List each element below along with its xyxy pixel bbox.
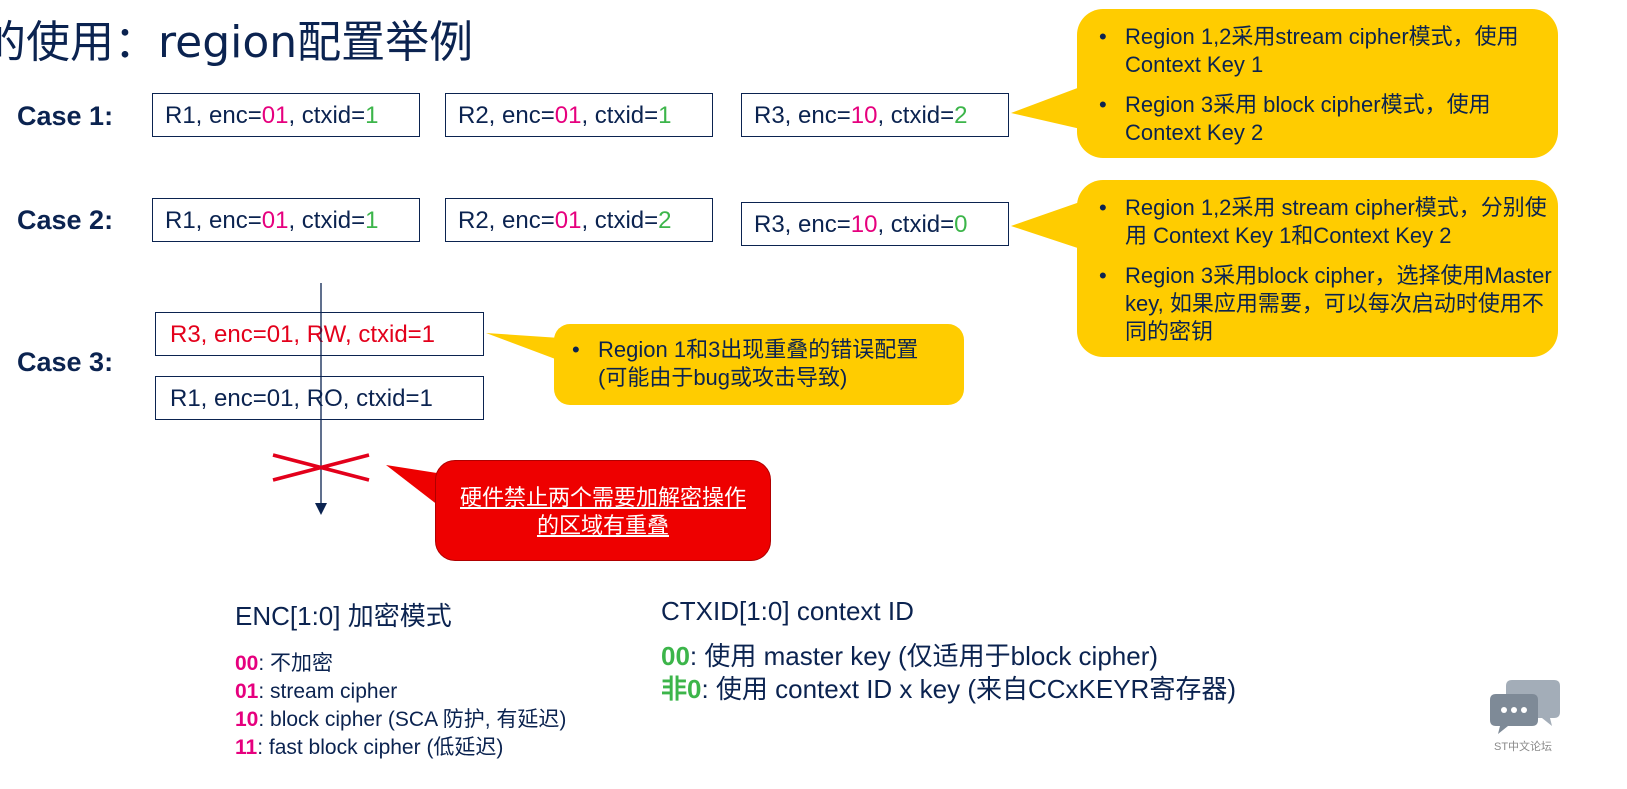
enc-desc: : stream cipher	[258, 680, 398, 703]
ctx-desc: : 使用 master key (仅适用于block cipher)	[689, 641, 1159, 671]
ctx-legend-item: 00: 使用 master key (仅适用于block cipher)	[661, 640, 1236, 673]
hardware-overlap-callout: 硬件禁止两个需要加解密操作的区域有重叠	[435, 460, 771, 561]
enc-legend-list: 00: 不加密 01: stream cipher 10: block ciph…	[235, 650, 566, 762]
region-enc: 01	[261, 102, 289, 129]
enc-legend-item: 01: stream cipher	[235, 678, 566, 706]
callout-item: Region 1,2采用 stream cipher模式，分别使用 Contex…	[1099, 194, 1558, 250]
chat-bubbles-icon	[1490, 680, 1560, 734]
ctx-code: 00	[661, 641, 690, 671]
region-mid: , ctxid=	[288, 207, 366, 234]
page-title: 的使用：region配置举例	[0, 17, 474, 68]
region-mid: , ctxid=	[877, 211, 955, 238]
region-prefix: R1, enc=	[165, 102, 262, 129]
case-3-region-r3: R3, enc=01, RW, ctxid=1	[155, 312, 484, 356]
case-1-region-r1: R1, enc=01, ctxid=1	[152, 93, 420, 137]
callout-item: Region 1,2采用stream cipher模式，使用 Context K…	[1099, 23, 1558, 79]
case-2-region-r3: R3, enc=10, ctxid=0	[741, 202, 1009, 246]
ctx-legend-list: 00: 使用 master key (仅适用于block cipher) 非0:…	[661, 640, 1236, 706]
region-prefix: R3, enc=	[754, 102, 851, 129]
region-mid: , ctxid=	[288, 102, 366, 129]
region-ctx: 1	[365, 102, 379, 129]
case-3-callout: Region 1和3出现重叠的错误配置 (可能由于bug或攻击导致)	[554, 324, 964, 405]
region-ctx: 2	[954, 102, 968, 129]
enc-code: 11	[235, 736, 258, 759]
enc-legend-heading: ENC[1:0] 加密模式	[235, 601, 452, 631]
ctx-desc: : 使用 context ID x key (来自CCxKEYR寄存器)	[701, 674, 1236, 704]
callout-item: Region 1和3出现重叠的错误配置 (可能由于bug或攻击导致)	[572, 336, 938, 392]
region-mid: , ctxid=	[581, 102, 659, 129]
case-2-region-r1: R1, enc=01, ctxid=1	[152, 198, 420, 242]
region-mid: , ctxid=	[877, 102, 955, 129]
region-enc: 01	[554, 207, 582, 234]
ctx-legend-item: 非0: 使用 context ID x key (来自CCxKEYR寄存器)	[661, 673, 1236, 706]
region-prefix: R1, enc=	[165, 207, 262, 234]
enc-legend-item: 00: 不加密	[235, 650, 566, 678]
ctx-code: 非0	[661, 674, 702, 704]
callout-item: Region 3采用block cipher，选择使用Master key, 如…	[1099, 262, 1558, 346]
enc-code: 10	[235, 708, 259, 731]
region-prefix: R2, enc=	[458, 102, 555, 129]
enc-code: 00	[235, 652, 259, 675]
case-3-region-r1: R1, enc=01, RO, ctxid=1	[155, 376, 484, 420]
region-ctx: 1	[365, 207, 379, 234]
region-enc: 01	[261, 207, 289, 234]
forum-watermark-label: ST中文论坛	[1494, 741, 1553, 753]
region-prefix: R2, enc=	[458, 207, 555, 234]
region-ctx: 0	[954, 211, 968, 238]
region-mid: , ctxid=	[581, 207, 659, 234]
ctx-legend-heading: CTXID[1:0] context ID	[661, 596, 914, 626]
red-cross-icon	[272, 453, 370, 482]
case-1-region-r3: R3, enc=10, ctxid=2	[741, 93, 1009, 137]
enc-legend-item: 11: fast block cipher (低延迟)	[235, 734, 566, 762]
region-enc: 10	[850, 102, 878, 129]
region-enc: 10	[850, 211, 878, 238]
region-ctx: 1	[658, 102, 672, 129]
region-ctx: 2	[658, 207, 672, 234]
address-axis-arrow-icon	[315, 503, 327, 515]
enc-code: 01	[235, 680, 259, 703]
case-1-callout: Region 1,2采用stream cipher模式，使用 Context K…	[1077, 9, 1558, 158]
case-3-label: Case 3:	[17, 347, 114, 377]
case-2-label: Case 2:	[17, 205, 114, 235]
enc-desc: : block cipher (SCA 防护, 有延迟)	[258, 708, 567, 731]
enc-legend-item: 10: block cipher (SCA 防护, 有延迟)	[235, 706, 566, 734]
case-2-callout: Region 1,2采用 stream cipher模式，分别使用 Contex…	[1077, 180, 1558, 357]
case-1-region-r2: R2, enc=01, ctxid=1	[445, 93, 713, 137]
callout-item: Region 3采用 block cipher模式，使用 Context Key…	[1099, 91, 1558, 147]
enc-desc: : 不加密	[258, 652, 334, 675]
region-prefix: R3, enc=	[754, 211, 851, 238]
enc-desc: : fast block cipher (低延迟)	[257, 736, 504, 759]
region-enc: 01	[554, 102, 582, 129]
case-2-region-r2: R2, enc=01, ctxid=2	[445, 198, 713, 242]
case-1-label: Case 1:	[17, 101, 114, 131]
